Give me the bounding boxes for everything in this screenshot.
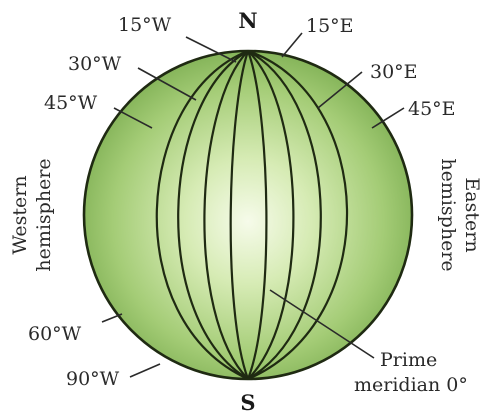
label-15e: 15°E	[306, 15, 354, 37]
western-line-2: hemisphere	[33, 158, 55, 271]
eastern-hemisphere-label: Eastern hemisphere	[437, 158, 482, 271]
label-15w: 15°W	[118, 14, 172, 36]
leader-90w	[130, 364, 160, 377]
prime-meridian-line-1: Prime	[380, 349, 437, 371]
label-60w: 60°W	[28, 323, 82, 345]
eastern-line-1: Eastern	[461, 177, 482, 252]
globe-sphere	[84, 51, 412, 379]
north-pole-label: N	[238, 8, 257, 33]
label-30w: 30°W	[68, 53, 122, 75]
label-45w: 45°W	[44, 92, 98, 114]
prime-meridian-line-2: meridian 0°	[354, 374, 468, 396]
label-45e: 45°E	[408, 98, 456, 120]
label-30e: 30°E	[370, 61, 418, 83]
western-line-1: Western	[9, 175, 31, 254]
leader-15e	[282, 33, 302, 57]
south-pole-label: S	[240, 390, 255, 415]
eastern-line-2: hemisphere	[437, 158, 459, 271]
label-90w: 90°W	[66, 368, 120, 390]
western-hemisphere-label: Western hemisphere	[9, 158, 55, 271]
